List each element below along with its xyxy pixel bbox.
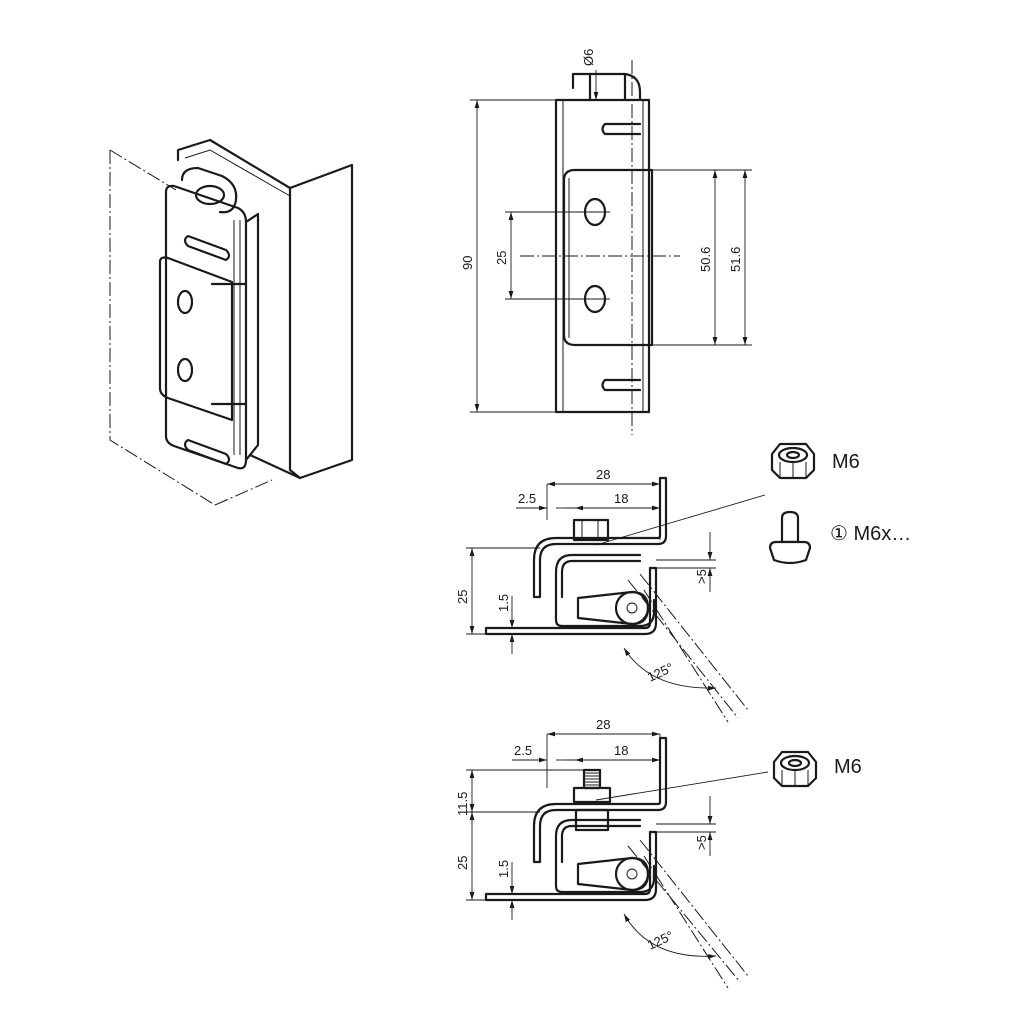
section-view-top: 28 18 2.5 25 1.5 >5 125°	[455, 467, 766, 723]
label-screw: ① M6x…	[830, 523, 911, 545]
nut-icon	[770, 442, 816, 480]
screw-icon	[768, 510, 812, 565]
dim-1-5-bottom: 1.5	[496, 860, 511, 878]
front-elevation-view: Ø6 90 25 50.6 51.6	[460, 49, 752, 435]
dim-51-6: 51.6	[728, 247, 743, 272]
dim-18-bottom: 18	[614, 743, 628, 758]
dim-clearance-bottom: >5	[694, 835, 709, 850]
dim-25-top: 25	[455, 590, 470, 604]
parts-callouts: M6 ① M6x… M6	[768, 442, 911, 788]
label-m6-top: M6	[832, 451, 860, 473]
section-view-bottom: 28 18 2.5 11.5 25 1.5 >5 125°	[455, 717, 769, 989]
dim-angle-top: 125°	[645, 660, 676, 685]
dim-angle-bottom: 125°	[645, 928, 676, 953]
label-m6-bottom: M6	[834, 756, 862, 778]
isometric-hinge-view	[109, 138, 354, 506]
dim-11-5: 11.5	[455, 792, 470, 816]
nut-bottom-icon	[772, 750, 818, 788]
dim-2-5-bottom: 2.5	[514, 743, 532, 758]
dim-1-5-top: 1.5	[496, 594, 511, 612]
dim-90: 90	[460, 256, 475, 270]
dim-50-6: 50.6	[698, 247, 713, 272]
dim-25-bottom: 25	[455, 856, 470, 870]
dim-2-5-top: 2.5	[518, 491, 536, 506]
dim-28-top: 28	[596, 467, 610, 482]
dim-diameter: Ø6	[581, 49, 596, 66]
dim-hole-spacing: 25	[494, 251, 509, 265]
dim-clearance-top: >5	[694, 569, 709, 584]
dim-18-top: 18	[614, 491, 628, 506]
dim-28-bottom: 28	[596, 717, 610, 732]
